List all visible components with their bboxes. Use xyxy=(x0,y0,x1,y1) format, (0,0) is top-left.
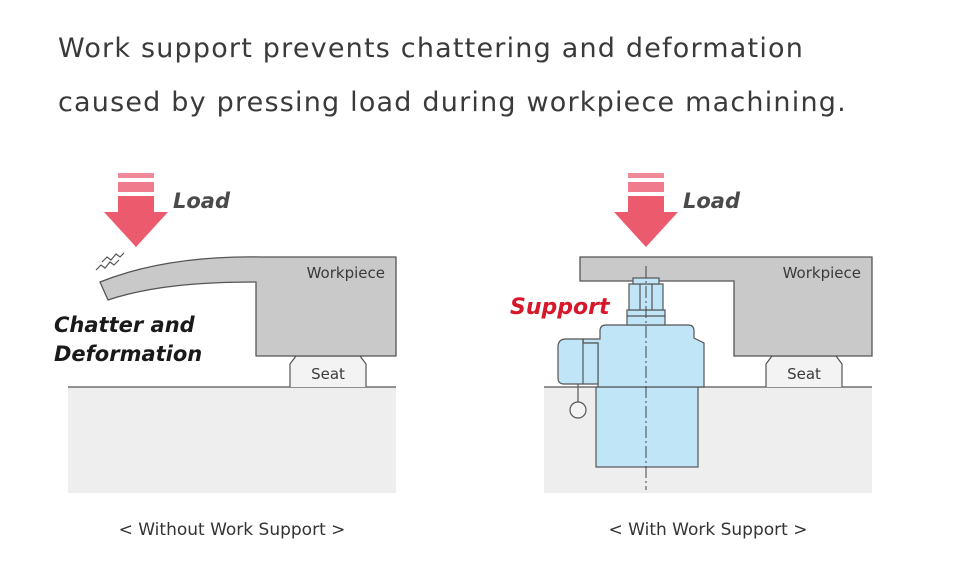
left-seat-label: Seat xyxy=(311,365,345,383)
panel-without-support: Seat Workpiece Load Chatter and Deformat… xyxy=(54,173,397,540)
right-workpiece xyxy=(579,256,873,357)
page-title: Work support prevents chattering and def… xyxy=(58,22,938,130)
panel-with-support: Seat Workpiece Load Support < With Work … xyxy=(510,173,873,540)
right-load-arrow-icon xyxy=(614,173,678,247)
title-line-1: Work support prevents chattering and def… xyxy=(58,33,805,64)
left-load-label: Load xyxy=(173,189,231,213)
title-line-2: caused by pressing load during workpiece… xyxy=(58,87,847,118)
left-workpiece-label: Workpiece xyxy=(307,264,385,282)
right-base xyxy=(544,387,872,493)
right-caption: < With Work Support > xyxy=(609,520,808,540)
left-caption: < Without Work Support > xyxy=(119,520,346,540)
support-label: Support xyxy=(510,295,611,320)
right-seat-label: Seat xyxy=(787,365,821,383)
left-workpiece-deformed xyxy=(99,256,397,357)
sensor-ball-icon xyxy=(569,401,587,419)
work-support-cylinder xyxy=(557,277,705,468)
support-side-port xyxy=(557,338,599,385)
left-base xyxy=(68,387,396,493)
left-load-arrow-icon xyxy=(104,173,168,247)
chatter-label-line-1: Chatter and xyxy=(54,313,196,337)
support-lower-body xyxy=(595,386,699,468)
right-workpiece-label: Workpiece xyxy=(783,264,861,282)
support-main-body xyxy=(582,324,705,388)
chatter-label-line-2: Deformation xyxy=(54,342,202,366)
vibration-mark-icon xyxy=(95,252,125,271)
right-load-label: Load xyxy=(683,189,741,213)
